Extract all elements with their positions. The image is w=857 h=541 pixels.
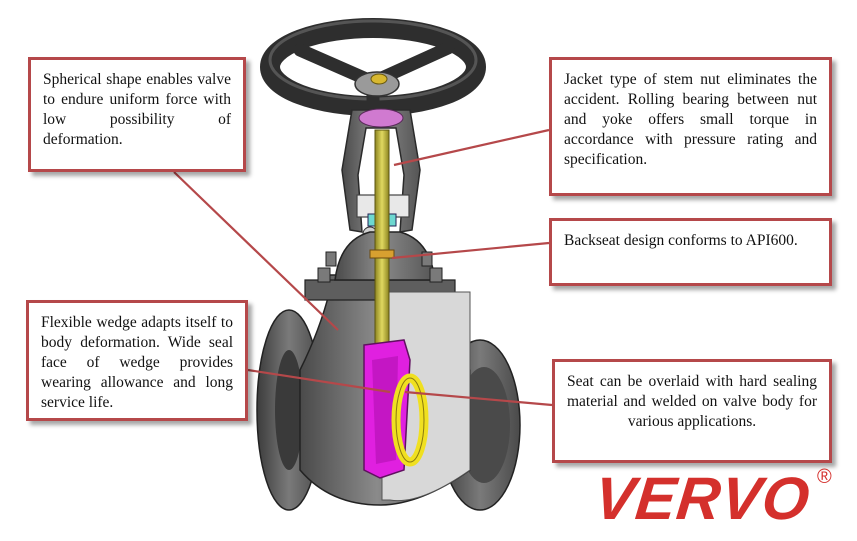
callout-backseat: Backseat design conforms to API600. (549, 218, 832, 286)
valve-stem (374, 129, 390, 361)
callout-seat: Seat can be overlaid with hard sealing m… (552, 359, 832, 463)
callout-flexible-wedge: Flexible wedge adapts itself to body def… (26, 300, 248, 421)
handwheel (260, 18, 486, 116)
callout-stem-nut: Jacket type of stem nut eliminates the a… (549, 57, 832, 196)
brand-name: VERVO (591, 465, 814, 532)
backseat-ring (369, 249, 395, 259)
vervo-logo: VERVO ® (592, 464, 832, 534)
leader-lines (173, 128, 553, 407)
registered-mark: ® (817, 466, 832, 488)
valve-seat (391, 373, 429, 467)
callout-spherical-body: Spherical shape enables valve to endure … (28, 57, 246, 172)
